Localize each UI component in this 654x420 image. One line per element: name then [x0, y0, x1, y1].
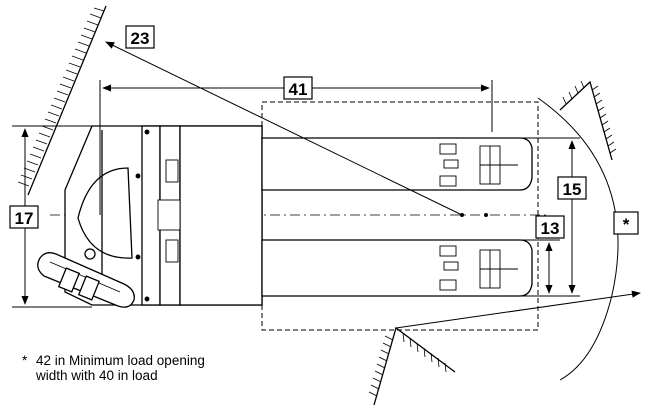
label-17: 17 [15, 209, 34, 228]
footnote: * 42 in Minimum load opening width with 4… [22, 353, 282, 383]
fork-top [261, 137, 533, 191]
turning-arc [537, 97, 619, 381]
label-box-star: * [613, 211, 639, 235]
label-box-23: 23 [125, 25, 155, 49]
fork-bottom [261, 239, 533, 297]
label-15: 15 [563, 180, 582, 199]
label-box-13: 13 [535, 215, 565, 239]
label-box-41: 41 [283, 76, 313, 100]
aisle-width-line [395, 290, 641, 329]
wall-bottom [368, 326, 456, 406]
label-23: 23 [131, 29, 150, 48]
label-box-17: 17 [9, 205, 39, 229]
label-41: 41 [289, 80, 308, 99]
pallet-truck-body [64, 125, 263, 306]
load-outline [261, 101, 539, 331]
wall-top-left [17, 5, 107, 196]
wall-top-right [559, 80, 617, 161]
label-13: 13 [541, 219, 560, 238]
footnote-line-1: 42 in Minimum load opening [36, 353, 205, 368]
dimension-13 [515, 239, 560, 297]
footnote-line-2: width with 40 in load [36, 368, 158, 383]
tiller-handle [37, 248, 135, 308]
footnote-marker: * [22, 353, 28, 368]
label-star: * [623, 215, 630, 234]
dimension-23-line [105, 41, 463, 216]
label-box-15: 15 [557, 176, 587, 200]
